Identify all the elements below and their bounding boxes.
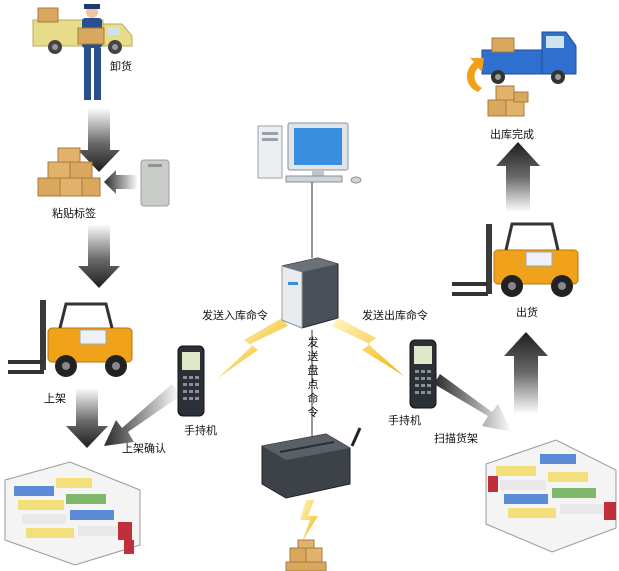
label-unload: 卸货 — [110, 60, 132, 73]
label-scan-shelf: 扫描货架 — [434, 432, 478, 445]
shelf-rack-icon — [4, 461, 141, 566]
server-icon — [281, 257, 339, 329]
flow-arrow-up — [504, 332, 548, 414]
forklift-icon — [8, 300, 133, 377]
forklift-icon — [452, 222, 579, 297]
arrow-to-boxes — [104, 170, 138, 194]
rfid-reader-icon — [261, 427, 362, 499]
boxes-icon — [487, 85, 529, 117]
label-shelve: 上架 — [44, 392, 66, 405]
wireless-signal-icon — [300, 500, 318, 542]
handheld-scanner-icon — [409, 339, 437, 409]
flow-arrow-diagonal — [434, 374, 512, 432]
boxes-icon — [285, 539, 327, 571]
rfid-tag-icon — [140, 159, 170, 207]
label-out-complete: 出库完成 — [490, 128, 534, 141]
label-handheld-left: 手持机 — [184, 424, 217, 437]
boxes-icon — [37, 147, 101, 197]
label-send-out-cmd: 发送出库命令 — [362, 309, 428, 322]
label-attach-tag: 粘贴标签 — [52, 207, 96, 220]
handheld-scanner-icon — [177, 345, 205, 417]
flow-arrow-up — [496, 142, 540, 212]
computer-icon — [257, 122, 362, 184]
wireless-signal-icon — [332, 318, 404, 376]
flow-arrow-diagonal — [104, 384, 180, 446]
label-handheld-right: 手持机 — [388, 414, 421, 427]
label-send-count-cmd: 发送盘点命令 — [307, 336, 319, 419]
worker-icon — [77, 4, 105, 100]
flow-arrow-down — [78, 224, 120, 288]
flow-arrow-down — [78, 108, 120, 172]
curved-arrow-icon — [466, 58, 484, 92]
label-send-in-cmd: 发送入库命令 — [202, 309, 268, 322]
label-ship-out: 出货 — [516, 306, 538, 319]
shelf-rack-icon — [485, 439, 617, 553]
flow-arrow-down — [66, 388, 108, 448]
truck-icon — [481, 31, 577, 84]
label-shelve-confirm: 上架确认 — [122, 442, 166, 455]
wireless-signal-icon — [218, 318, 288, 378]
